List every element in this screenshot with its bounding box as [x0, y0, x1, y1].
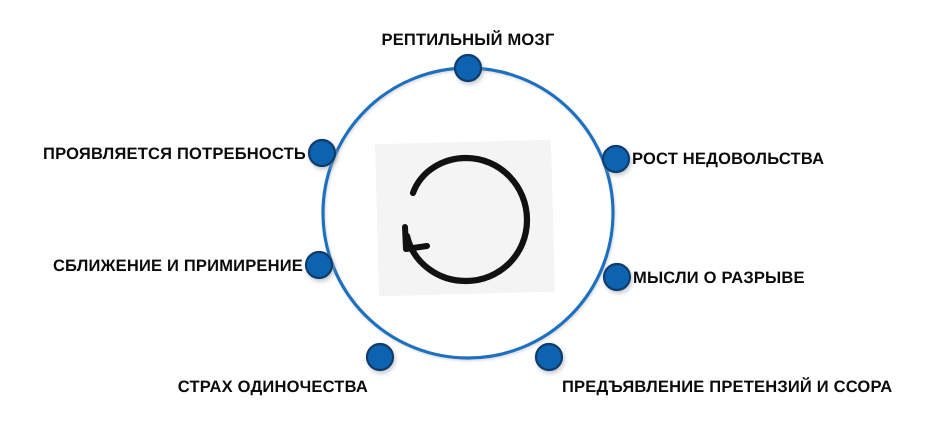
node-accusations-and-quarrel[interactable] — [534, 342, 564, 372]
label-growing-discontent: РОСТ НЕДОВОЛЬСТВА — [632, 150, 825, 168]
node-growing-discontent[interactable] — [601, 144, 631, 174]
label-thoughts-of-breakup: МЫСЛИ О РАЗРЫВЕ — [633, 269, 805, 287]
cycle-nodes — [304, 53, 632, 372]
cycle-arrow-icon — [402, 154, 531, 285]
node-fear-of-loneliness[interactable] — [365, 342, 395, 372]
node-need-appears[interactable] — [307, 138, 337, 168]
label-accusations-and-quarrel: ПРЕДЪЯВЛЕНИЕ ПРЕТЕНЗИЙ И ССОРА — [562, 378, 893, 396]
label-need-appears: ПРОЯВЛЯЕТСЯ ПОТРЕБНОСТЬ — [43, 145, 306, 163]
label-fear-of-loneliness: СТРАХ ОДИНОЧЕСТВА — [177, 378, 368, 396]
label-reptile-brain: РЕПТИЛЬНЫЙ МОЗГ — [381, 31, 555, 49]
label-rapprochement-and-reconciliation: СБЛИЖЕНИЕ И ПРИМИРЕНИЕ — [52, 257, 303, 275]
node-reptile-brain[interactable] — [453, 53, 483, 83]
node-rapprochement-and-reconciliation[interactable] — [304, 250, 334, 280]
node-thoughts-of-breakup[interactable] — [602, 262, 632, 292]
